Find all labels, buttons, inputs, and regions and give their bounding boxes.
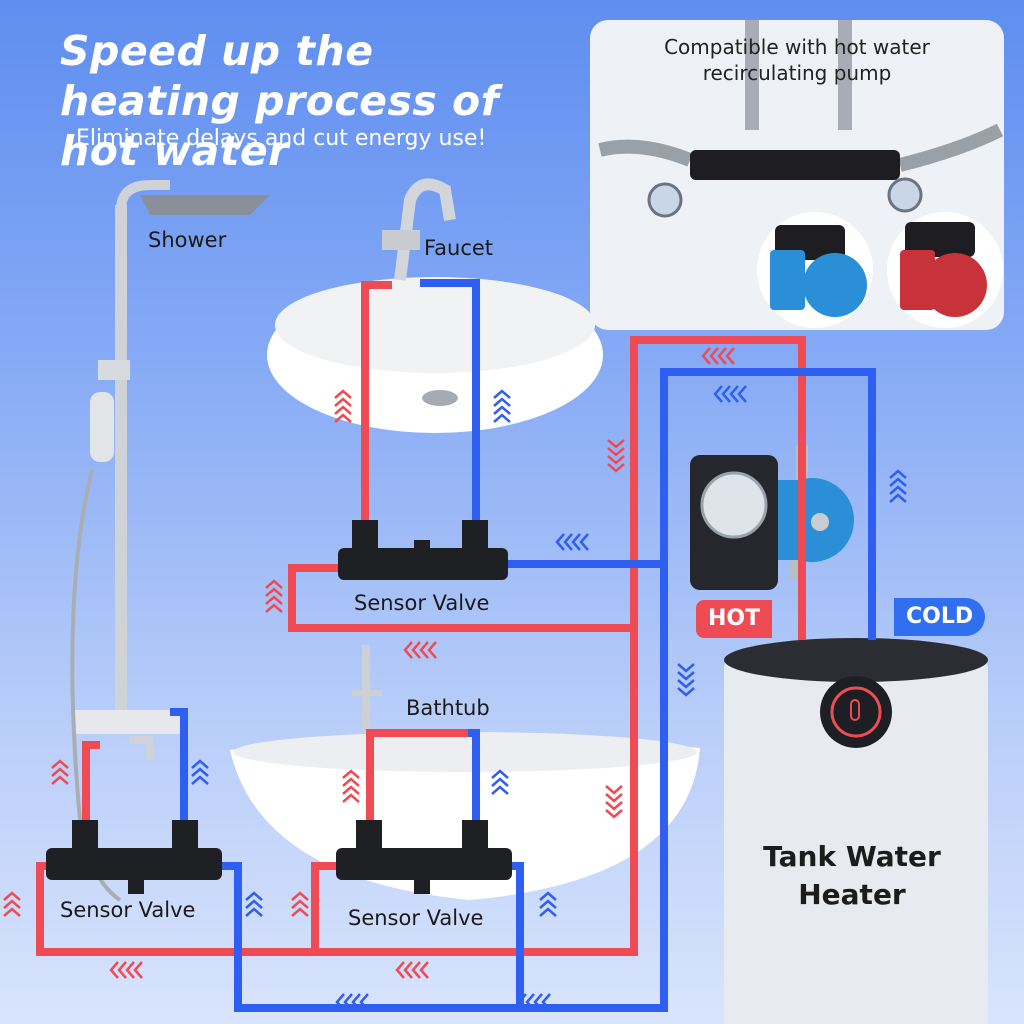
tank-title: Tank Water Heater (740, 838, 964, 914)
tank-title-line1: Tank Water (763, 840, 941, 873)
inset-blue-pump (757, 212, 873, 328)
faucet-label: Faucet (424, 236, 494, 260)
hot-badge: HOT (696, 600, 773, 638)
tank-title-line2: Heater (798, 878, 906, 911)
cold-water-lines (170, 279, 876, 1012)
inset-illustration (590, 20, 1004, 330)
inset-caption-line1: Compatible with hot water (664, 35, 930, 59)
flow-arrows (3, 347, 907, 1011)
sink-sensor-valve (338, 520, 508, 580)
circulation-pump (690, 445, 854, 590)
shower-sensor-valve-label: Sensor Valve (60, 898, 196, 922)
inset-caption: Compatible with hot water recirculating … (590, 34, 1004, 86)
shower-fixture (70, 180, 270, 902)
headline-subtitle: Eliminate delays and cut energy use! (76, 126, 487, 151)
cold-badge: COLD (894, 598, 986, 636)
sink-sensor-valve-label: Sensor Valve (354, 591, 490, 615)
inset-caption-line2: recirculating pump (702, 61, 892, 85)
tub-sensor-valve (336, 820, 512, 894)
compatibility-inset: Compatible with hot water recirculating … (590, 20, 1004, 330)
basin-fixture (267, 178, 603, 433)
tub-sensor-valve-label: Sensor Valve (348, 906, 484, 930)
headline-title: Speed up the heating process of hot wate… (60, 27, 500, 175)
shower-label: Shower (148, 228, 227, 252)
inset-red-pump (887, 212, 1003, 328)
water-heater-tank (724, 638, 988, 1024)
bathtub-label: Bathtub (406, 696, 490, 720)
shower-sensor-valve (46, 820, 222, 894)
